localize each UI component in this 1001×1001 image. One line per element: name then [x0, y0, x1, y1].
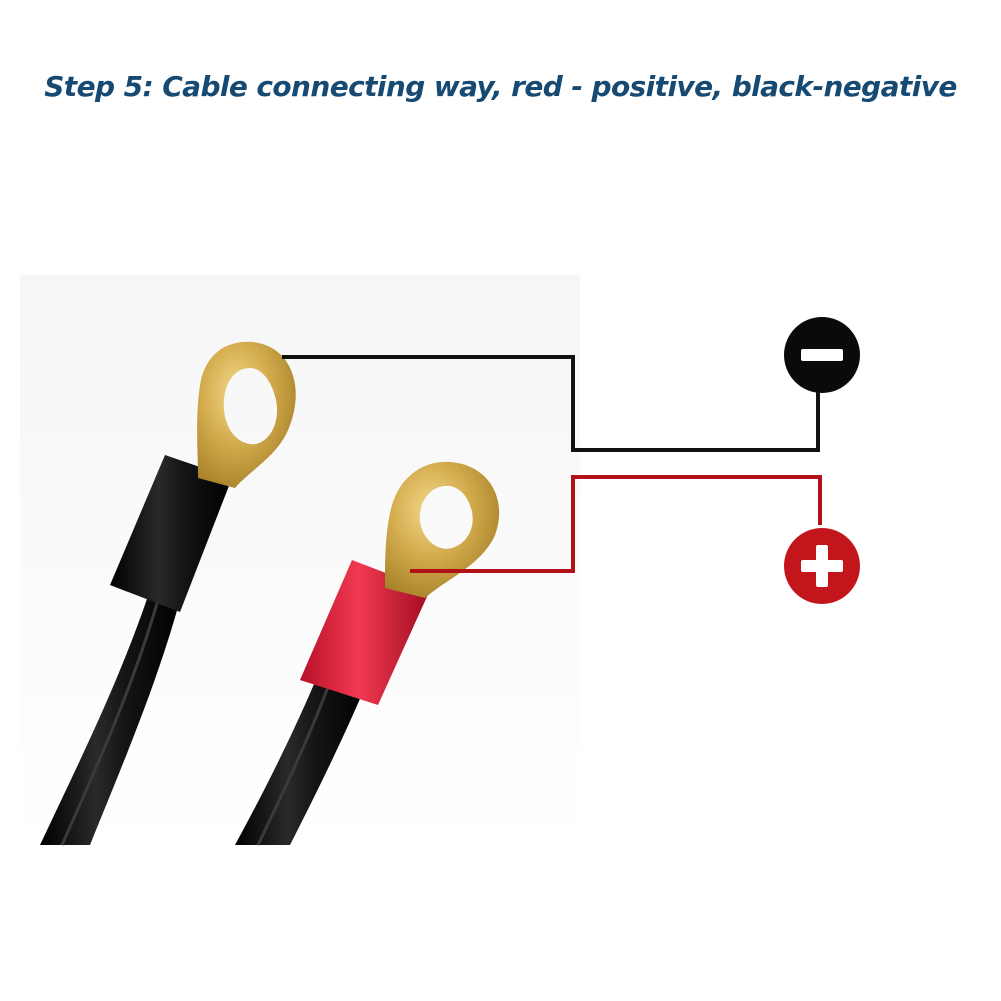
red-cable-wire [235, 670, 368, 845]
red-sleeve [300, 560, 430, 705]
red-cable-wire-highlight [256, 681, 332, 846]
black-cable-wire [40, 590, 180, 845]
negative-wire-line [282, 355, 820, 452]
black-cable-wire-highlight [60, 599, 160, 846]
red-cable [235, 461, 500, 846]
positive-wire-line [410, 475, 822, 573]
black-cable [40, 341, 296, 846]
black-heat-shrink [110, 455, 232, 612]
plus-icon [801, 545, 843, 587]
black-lug [197, 341, 296, 488]
minus-icon [801, 349, 843, 361]
red-lug [385, 461, 500, 598]
step-caption: Step 5: Cable connecting way, red - posi… [44, 70, 957, 103]
positive-terminal [784, 528, 860, 604]
negative-terminal [784, 317, 860, 393]
